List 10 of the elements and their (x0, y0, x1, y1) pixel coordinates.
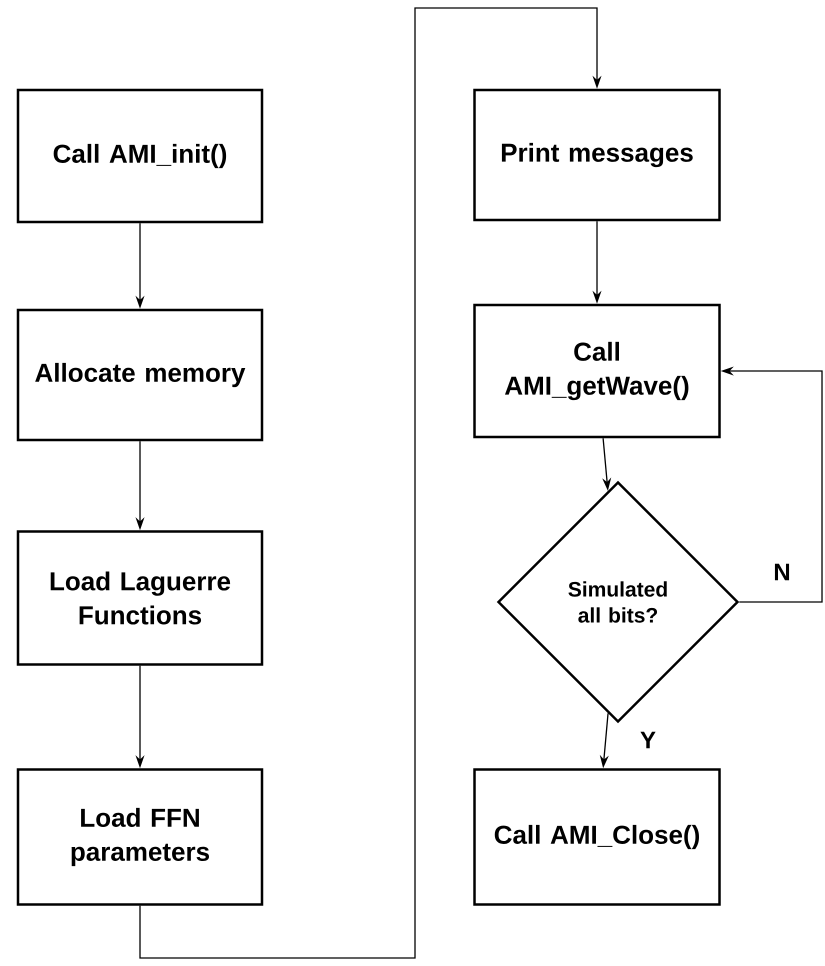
edge-label: Y (639, 730, 657, 750)
process-box: Load FFN parameters (16, 768, 264, 906)
process-box: Call AMI_Close() (473, 768, 721, 906)
process-box: Call AMI_getWave() (473, 304, 721, 438)
process-box: Call AMI_init() (16, 88, 264, 224)
process-box: Load Laguerre Functions (16, 530, 264, 666)
process-box: Allocate memory (16, 308, 264, 442)
edge-label: N (772, 562, 792, 582)
process-box: Print messages (473, 88, 721, 222)
arrow (139, 7, 602, 959)
